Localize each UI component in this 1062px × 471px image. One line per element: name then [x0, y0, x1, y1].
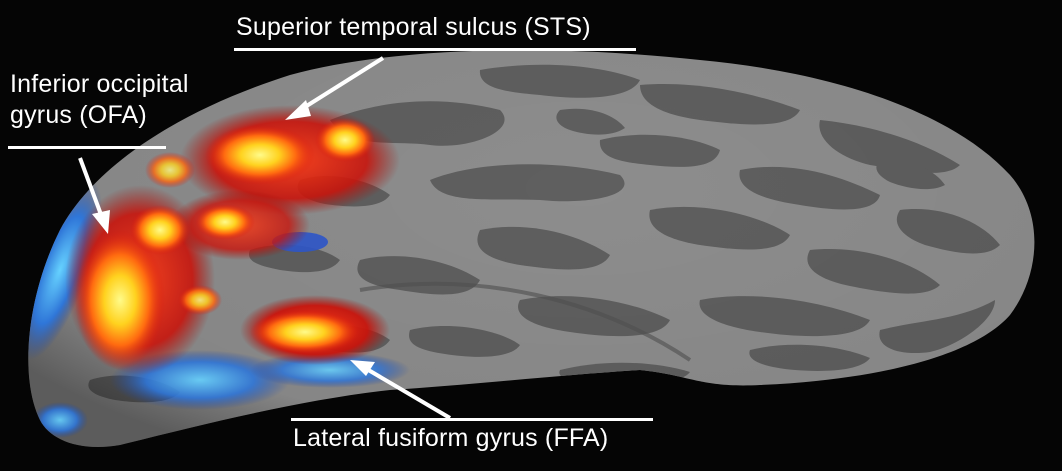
label-ofa-line1: Inferior occipital [10, 69, 240, 100]
label-lateral-fusiform-gyrus: Lateral fusiform gyrus (FFA) [293, 423, 608, 454]
label-inferior-occipital-gyrus: Inferior occipital gyrus (OFA) [10, 69, 240, 131]
label-sts-underline [234, 48, 636, 51]
label-ffa-overline [291, 418, 653, 421]
label-ofa-line2: gyrus (OFA) [10, 100, 240, 131]
label-ofa-underline [8, 146, 166, 149]
label-superior-temporal-sulcus: Superior temporal sulcus (STS) [236, 12, 591, 43]
